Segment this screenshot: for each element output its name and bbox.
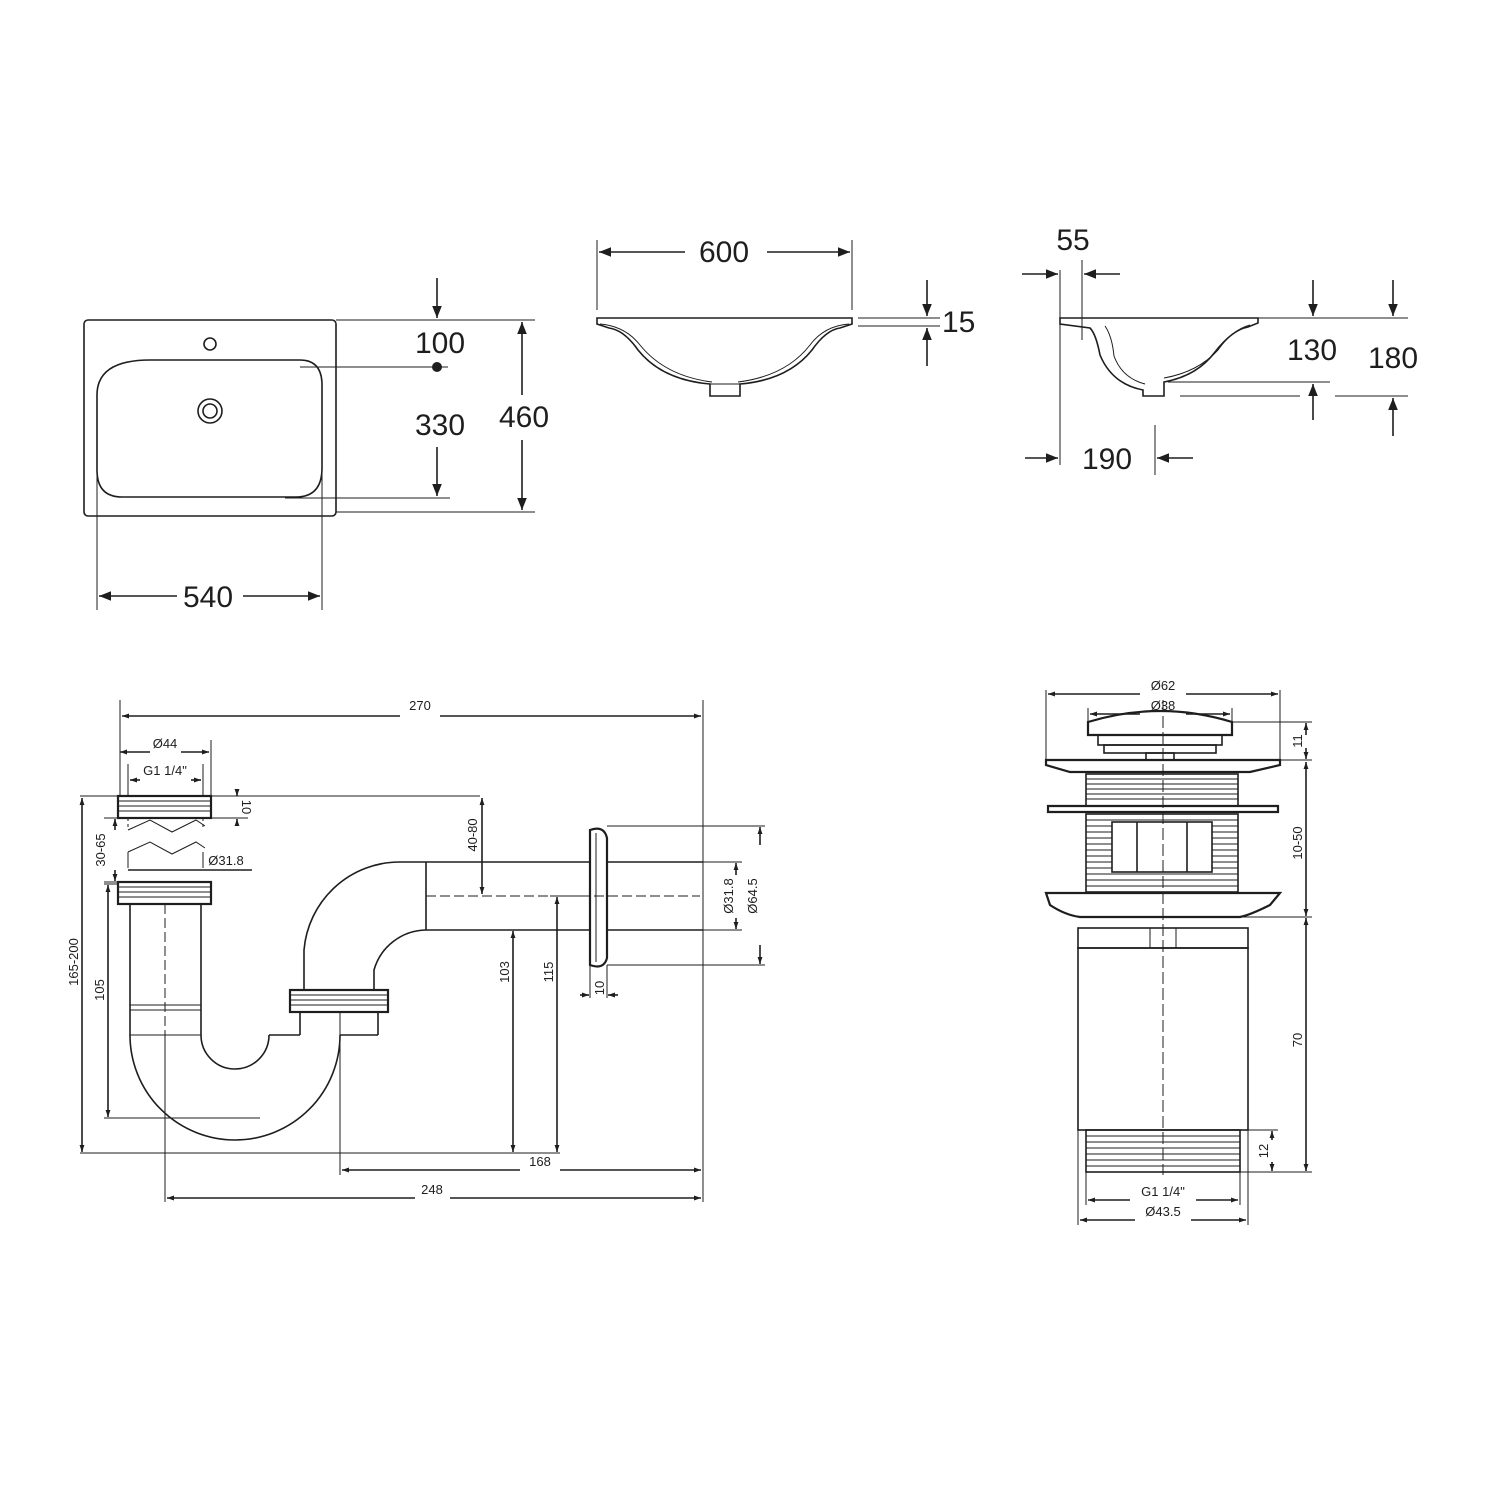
siphon-upper-bend-inner <box>373 929 427 990</box>
basin-front-view: 600 15 <box>596 236 975 397</box>
siphon-drawing: 270 Ø44 G1 1/4" 10 30-65 Ø31.8 165- <box>66 698 765 1202</box>
dim-label-15: 15 <box>942 306 975 339</box>
dim-label-dia-44: Ø44 <box>153 736 178 751</box>
dim-label-105: 105 <box>92 979 107 1001</box>
dim-label-10-flange: 10 <box>592 981 607 995</box>
drain-thread-middle <box>1085 813 1239 893</box>
dim-label-g1-outlet: G1 1/4" <box>1141 1184 1185 1199</box>
siphon-u-bend-inner <box>200 1034 270 1070</box>
drain-thread-upper <box>1085 773 1239 807</box>
siphon-middle-nut <box>288 988 390 1014</box>
basin-outline <box>83 319 337 517</box>
dim-label-dia-64-5: Ø64.5 <box>745 878 760 913</box>
basin-top-view: 540 100 330 460 <box>83 278 549 614</box>
dim-label-190: 190 <box>1082 443 1132 476</box>
dim-label-270: 270 <box>409 698 431 713</box>
dim-label-600: 600 <box>699 236 749 269</box>
drain-hole-outer <box>197 398 223 424</box>
dim-label-180: 180 <box>1368 342 1418 375</box>
siphon-upper-bend-outer <box>303 861 426 990</box>
dim-label-10-50: 10-50 <box>1290 826 1305 859</box>
dim-label-168: 168 <box>529 1154 551 1169</box>
dim-label-165-200: 165-200 <box>66 938 81 986</box>
dim-label-100: 100 <box>415 327 465 360</box>
drain-lock-nut <box>1046 804 1280 814</box>
break-line-top <box>127 819 206 833</box>
dim-label-dia-31-8-outlet: Ø31.8 <box>721 878 736 913</box>
dim-label-dia-43-5: Ø43.5 <box>1145 1204 1180 1219</box>
dim-label-115: 115 <box>541 962 556 983</box>
dim-label-10-ring: 10 <box>239 800 254 814</box>
dim-label-12: 12 <box>1256 1144 1271 1158</box>
dim-label-11: 11 <box>1290 734 1305 748</box>
drain-thread-lower <box>1085 1129 1241 1173</box>
siphon-inlet-nut <box>116 794 213 820</box>
dim-label-g1-inlet: G1 1/4" <box>143 763 187 778</box>
break-line-bottom <box>127 841 206 855</box>
siphon-u-bend-outer <box>129 1034 341 1141</box>
dim-label-130: 130 <box>1287 334 1337 367</box>
dim-label-dia-31-8-inlet: Ø31.8 <box>208 853 243 868</box>
dim-100-dot <box>432 362 442 372</box>
dim-label-248: 248 <box>421 1182 443 1197</box>
dim-label-540: 540 <box>183 581 233 614</box>
dim-label-103: 103 <box>497 961 512 983</box>
siphon-wall-flange <box>588 827 609 968</box>
dim-label-55: 55 <box>1056 224 1089 257</box>
basin-side-profile <box>1059 317 1259 397</box>
basin-side-view: 55 130 180 190 <box>1022 224 1418 476</box>
drain-hole-inner <box>202 403 218 419</box>
dim-label-40-80: 40-80 <box>465 818 480 851</box>
drain-valve-drawing: Ø62 Ø38 11 10-50 70 12 G1 <box>1044 678 1312 1225</box>
dim-label-dia-62: Ø62 <box>1151 678 1176 693</box>
tap-hole <box>203 337 217 351</box>
basin-bowl <box>96 359 323 498</box>
dim-label-460: 460 <box>499 401 549 434</box>
dim-label-30-65: 30-65 <box>93 833 108 866</box>
dim-label-70: 70 <box>1290 1033 1305 1047</box>
dim-label-330: 330 <box>415 409 465 442</box>
siphon-upper-nut <box>116 880 213 906</box>
basin-front-profile <box>596 317 853 397</box>
dim-label-dia-38: Ø38 <box>1151 698 1176 713</box>
